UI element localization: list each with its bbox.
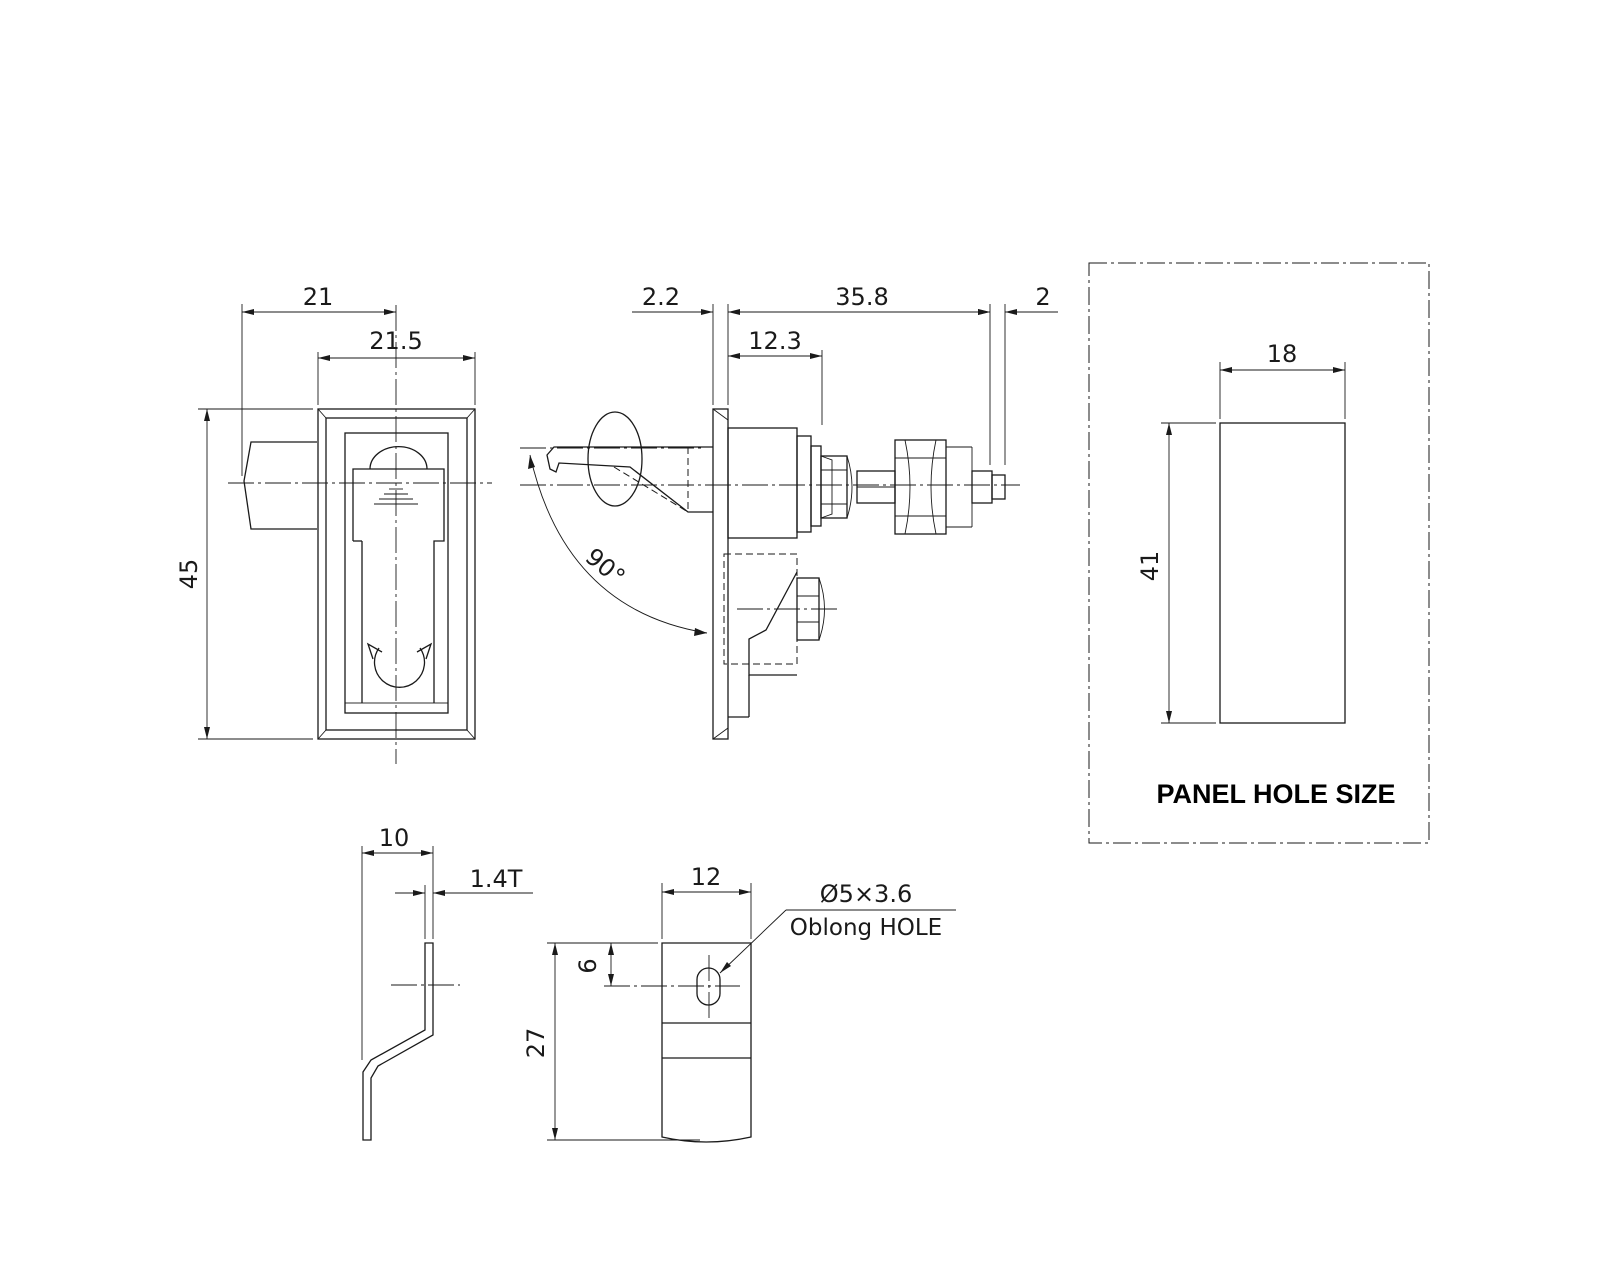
front-view-dimensions	[198, 304, 476, 740]
dim-side-flange: 2.2	[642, 283, 680, 311]
dim-cam-front-width: 12	[691, 863, 722, 891]
dim-cam-front-height: 27	[522, 1028, 550, 1059]
dim-side-body-depth: 12.3	[748, 327, 801, 355]
dim-front-body-width: 21.5	[369, 327, 422, 355]
dim-side-angle: 90°	[580, 542, 631, 591]
panel-hole-frame	[1088, 262, 1430, 844]
dim-panel-hole-width: 18	[1267, 340, 1298, 368]
panel-hole-size-title: PANEL HOLE SIZE	[1156, 779, 1395, 809]
dim-cam-thickness: 1.4T	[470, 865, 523, 893]
dim-front-overall-width: 21	[303, 283, 334, 311]
side-view-dimensions	[632, 304, 1058, 465]
dim-side-length: 35.8	[835, 283, 888, 311]
dim-side-thread-end: 2	[1035, 283, 1050, 311]
side-view	[520, 408, 1020, 740]
front-view	[228, 305, 492, 764]
cam-hole-type: Oblong HOLE	[790, 915, 942, 941]
cam-side-view	[361, 846, 533, 1141]
dim-panel-hole-height: 41	[1136, 551, 1164, 582]
dim-front-height: 45	[175, 559, 203, 590]
cam-hole-size: Ø5×3.6	[820, 880, 912, 908]
dim-cam-hole-offset: 6	[574, 958, 602, 973]
dim-cam-side-width: 10	[379, 824, 410, 852]
cam-front-view	[547, 883, 956, 1143]
